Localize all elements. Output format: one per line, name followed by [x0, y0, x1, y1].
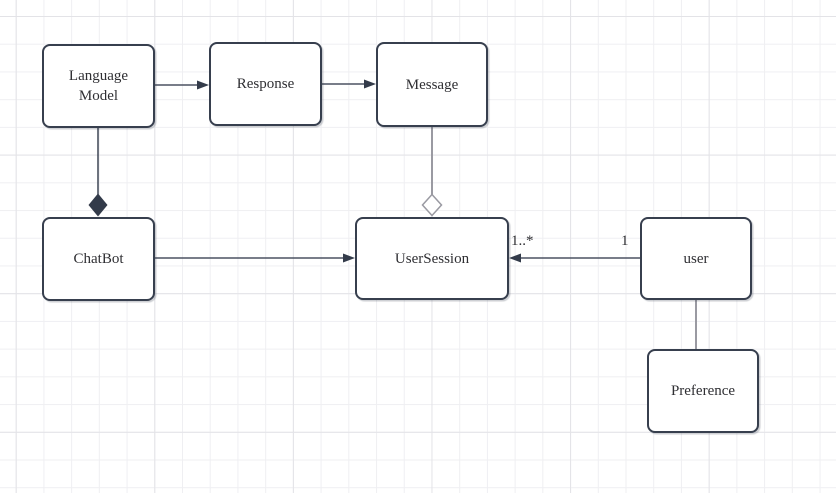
- aggregation-diamond: [421, 193, 443, 217]
- edge-response-message[interactable]: [322, 79, 376, 89]
- arrowhead: [343, 253, 355, 263]
- node-label: Response: [236, 76, 295, 92]
- edge-message-usersession[interactable]: [421, 127, 443, 217]
- node-label: Language Model: [68, 68, 129, 104]
- node-label: Preference: [670, 383, 736, 399]
- node-label: UserSession: [394, 250, 470, 267]
- node-response[interactable]: Response: [209, 42, 322, 126]
- node-message[interactable]: Message: [376, 42, 488, 127]
- node-usersession[interactable]: UserSession: [355, 217, 509, 300]
- node-preference[interactable]: Preference: [647, 349, 759, 433]
- multiplicity-label-one: 1: [621, 233, 629, 249]
- edge-languagemodel-chatbot[interactable]: [88, 128, 108, 217]
- arrowhead: [509, 253, 521, 263]
- node-chatbot[interactable]: ChatBot: [42, 217, 155, 301]
- arrowhead: [364, 79, 376, 89]
- arrowhead: [197, 80, 209, 90]
- composition-diamond: [88, 193, 108, 217]
- edge-chatbot-usersession[interactable]: [155, 253, 355, 263]
- node-language-model[interactable]: Language Model: [42, 44, 155, 128]
- node-label: ChatBot: [73, 251, 124, 267]
- node-user[interactable]: user: [640, 217, 752, 300]
- multiplicity-label-one-to-many: 1..*: [511, 233, 534, 249]
- edge-user-usersession[interactable]: [509, 253, 640, 263]
- edge-languagemodel-response[interactable]: [155, 80, 209, 90]
- node-label: Message: [405, 76, 459, 93]
- node-label: user: [683, 250, 709, 267]
